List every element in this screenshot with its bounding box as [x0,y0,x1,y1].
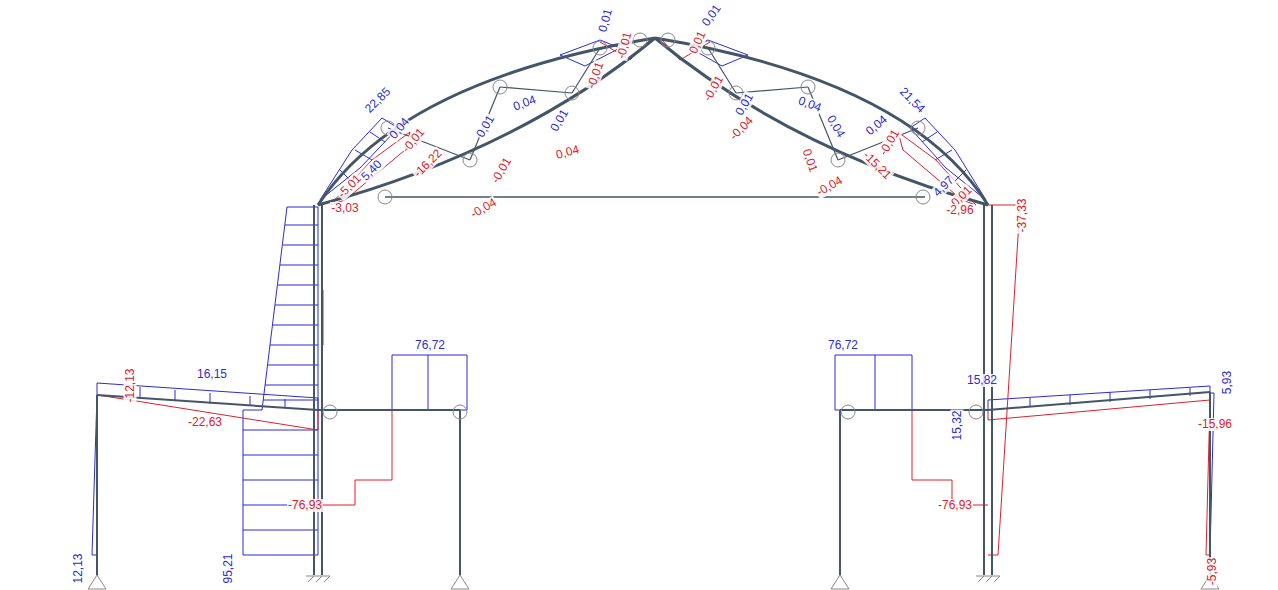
moment-value: 0,01 [596,6,615,34]
moment-value: 0,01 [800,146,821,174]
moment-value: -2,96 [945,204,974,217]
moment-value: -0,04 [814,173,846,199]
moment-value: -0,01 [489,154,515,186]
moment-value: -5,93 [1206,557,1219,586]
moment-value: -12,13 [124,367,137,403]
moment-value: 0,04 [796,94,824,115]
moment-value: 0,04 [554,142,582,161]
moment-negative [97,40,1210,555]
moment-value: -0,04 [727,113,757,143]
frame [97,38,1210,575]
moment-value: 0,04 [511,93,539,114]
moment-value: 0,01 [699,2,724,30]
moment-value: 16,15 [196,368,228,381]
moment-value: -0,01 [701,72,727,104]
moment-value: -76,93 [937,499,973,512]
moment-positive [92,40,1214,555]
moment-value: 95,21 [222,552,235,584]
moment-value: -37,33 [1016,197,1029,233]
moment-value: -0,01 [877,126,903,158]
moment-value: 76,72 [827,339,859,352]
moment-value: 76,72 [414,339,446,352]
moment-value: 5,93 [1221,369,1234,394]
moment-value: 0,01 [548,106,572,134]
moment-value: -16,22 [411,146,446,181]
moment-value: -0,01 [615,29,635,61]
hinges [323,33,983,419]
moment-value: 12,13 [72,552,85,584]
moment-value: 15,82 [966,374,998,387]
moment-value: 0,01 [733,90,757,118]
moment-value: -76,93 [287,499,323,512]
moment-value: -22,63 [187,416,223,429]
supports [88,575,1219,589]
moment-value: -0,04 [468,195,500,221]
moment-value: 22,85 [362,84,394,116]
moment-value: -0,01 [585,59,607,91]
moment-value: -3,03 [330,202,359,215]
moment-value: 0,04 [824,112,848,140]
moment-value: 15,32 [951,409,964,441]
moment-value: -15,96 [1197,418,1233,431]
moment-value: 21,54 [896,84,928,116]
moment-value: 0,01 [687,28,709,56]
moment-value: 0,01 [474,112,498,140]
